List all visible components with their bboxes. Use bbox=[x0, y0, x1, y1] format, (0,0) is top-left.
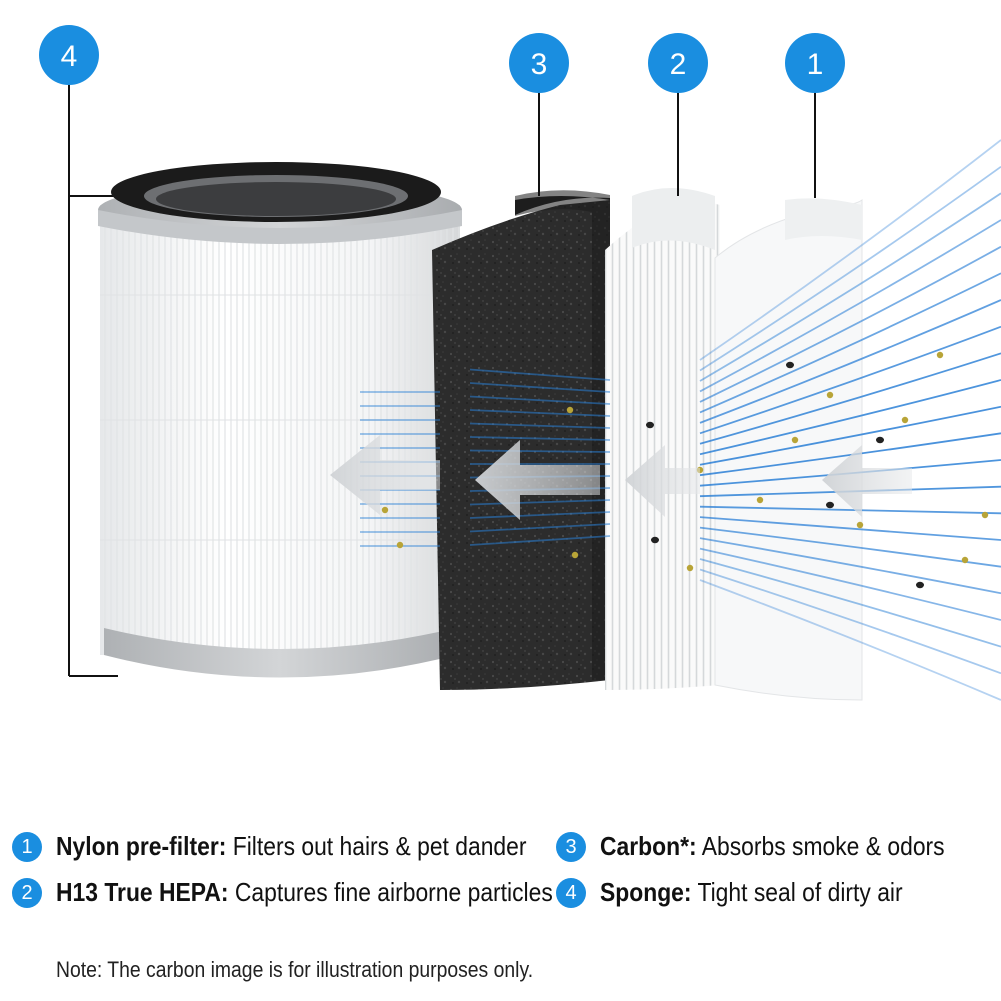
legend-badge-4: 4 bbox=[556, 878, 586, 908]
air-flow-line bbox=[699, 405, 1001, 466]
legend-term: Nylon pre-filter bbox=[56, 831, 219, 861]
air-flow-line bbox=[699, 219, 1001, 393]
air-flow-line bbox=[699, 192, 1001, 382]
flow-arrows bbox=[330, 435, 912, 520]
flow-arrow-left-icon bbox=[475, 440, 600, 520]
callout-4: 4 bbox=[39, 25, 99, 85]
flow-arrow-left-icon bbox=[330, 435, 440, 515]
air-flow-line bbox=[469, 368, 611, 381]
dust-particle bbox=[826, 501, 834, 509]
air-flow-line bbox=[699, 272, 1001, 414]
legend-term: Sponge bbox=[600, 877, 684, 907]
air-flow-line bbox=[469, 511, 611, 519]
legend-desc: Filters out hairs & pet dander bbox=[226, 831, 527, 861]
dust-particle bbox=[916, 581, 924, 589]
dust-particle bbox=[381, 506, 389, 514]
callout-2-label: 2 bbox=[670, 48, 687, 81]
dust-particle bbox=[876, 436, 884, 444]
callout-4-bracket bbox=[68, 84, 118, 677]
legend-desc: Captures fine airborne particles bbox=[228, 877, 553, 907]
callout-1: 1 bbox=[785, 33, 845, 93]
cylinder-filter bbox=[98, 162, 462, 678]
legend-item-2: H13 True HEPA: Captures fine airborne pa… bbox=[56, 877, 553, 907]
legend-badge-1: 1 bbox=[12, 832, 42, 862]
flow-arrow-left-icon bbox=[625, 445, 700, 517]
dust-particle bbox=[856, 521, 864, 529]
air-flow-line bbox=[699, 516, 1001, 541]
dust-particle bbox=[981, 511, 989, 519]
legend-item-1: Nylon pre-filter: Filters out hairs & pe… bbox=[56, 831, 527, 861]
air-flow-line bbox=[699, 558, 1001, 648]
dust-particle bbox=[756, 496, 764, 504]
air-flow-line bbox=[699, 379, 1001, 456]
callout-1-label: 1 bbox=[807, 48, 824, 81]
dust-particle bbox=[646, 421, 654, 429]
legend-badge-3: 3 bbox=[556, 832, 586, 862]
flow-arrow-left-icon bbox=[822, 445, 912, 517]
air-flow-line bbox=[699, 568, 1001, 675]
callout-3-label: 3 bbox=[531, 48, 548, 81]
air-flow-line bbox=[469, 449, 611, 453]
legend-badge-2: 2 bbox=[12, 878, 42, 908]
air-flow-line bbox=[469, 535, 611, 546]
air-flow-line bbox=[469, 382, 611, 393]
air-flow-line bbox=[699, 165, 1001, 372]
dust-particles bbox=[381, 351, 989, 589]
dust-particle bbox=[571, 551, 579, 559]
legend-item-4: Sponge: Tight seal of dirty air bbox=[600, 877, 903, 907]
dust-particle bbox=[396, 541, 404, 549]
air-flow-line bbox=[699, 325, 1001, 435]
illustration-note: Note: The carbon image is for illustrati… bbox=[56, 957, 534, 982]
callout-4-label: 4 bbox=[61, 40, 78, 73]
air-flow-line bbox=[469, 409, 611, 417]
air-flow-line bbox=[699, 579, 1001, 701]
dust-particle bbox=[651, 536, 659, 544]
dust-particle bbox=[961, 556, 969, 564]
dust-particle bbox=[566, 406, 574, 414]
air-flow-line bbox=[699, 537, 1001, 595]
air-flow-line bbox=[699, 352, 1001, 445]
air-flow-line bbox=[699, 139, 1001, 361]
legend-desc: Tight seal of dirty air bbox=[691, 877, 903, 907]
pre-filter-layer bbox=[714, 198, 863, 701]
legend-desc: Absorbs smoke & odors bbox=[696, 831, 945, 861]
legend-term: H13 True HEPA bbox=[56, 877, 221, 907]
dust-particle bbox=[936, 351, 944, 359]
air-flow-line bbox=[469, 523, 611, 533]
dust-particle bbox=[901, 416, 909, 424]
carbon-layer bbox=[432, 190, 610, 690]
air-flow-line bbox=[699, 299, 1001, 424]
dust-particle bbox=[826, 391, 834, 399]
dust-particle bbox=[686, 564, 694, 572]
air-flow-line bbox=[469, 499, 611, 506]
air-flow-line bbox=[469, 436, 611, 441]
air-flow-line bbox=[699, 547, 1001, 621]
legend-term: Carbon* bbox=[600, 831, 689, 861]
callout-2: 2 bbox=[648, 33, 708, 93]
legend-item-3: Carbon*: Absorbs smoke & odors bbox=[600, 831, 945, 861]
dust-particle bbox=[791, 436, 799, 444]
air-flow-line bbox=[469, 395, 611, 405]
filter-layers-illustration: 4 3 2 1 bbox=[39, 25, 1001, 701]
hepa-layer bbox=[605, 188, 720, 690]
air-flow-line bbox=[699, 245, 1001, 403]
air-flow-line bbox=[469, 422, 611, 429]
callout-3: 3 bbox=[509, 33, 569, 93]
dust-particle bbox=[786, 361, 794, 369]
